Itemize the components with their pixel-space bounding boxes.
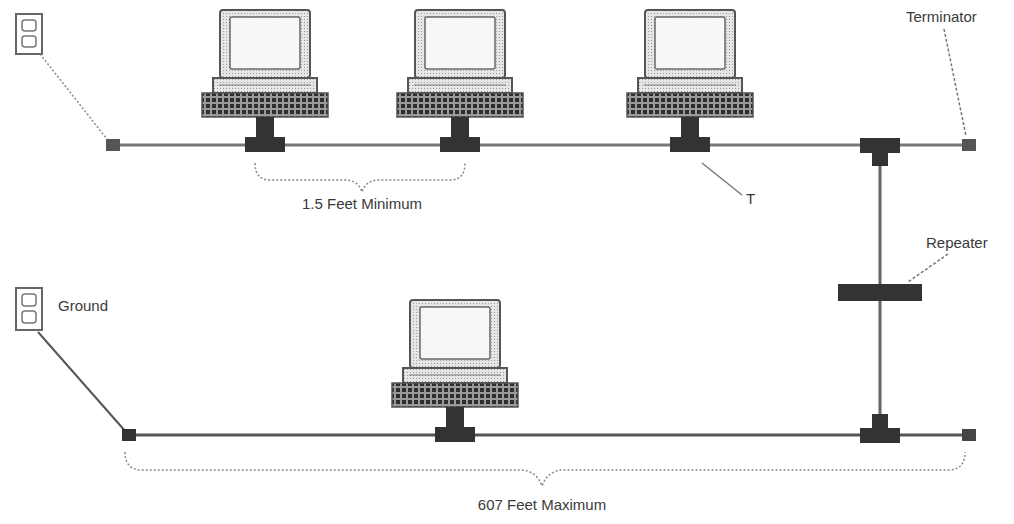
- coax-cable: [112, 144, 970, 147]
- ground-connector: [106, 139, 120, 151]
- t-connector: [860, 138, 900, 166]
- callout-label: Terminator: [904, 8, 979, 26]
- wall-outlet: [16, 288, 42, 330]
- ground-wire: [38, 332, 126, 432]
- computer: [627, 10, 753, 152]
- ground-wire: [40, 54, 110, 143]
- computer: [397, 10, 523, 152]
- computer: [202, 10, 328, 152]
- wall-outlet: [16, 14, 42, 54]
- callout-label: Repeater: [924, 234, 990, 252]
- callout-label: Ground: [56, 297, 110, 315]
- leader-line: [702, 163, 742, 195]
- dimension-bracket: [125, 452, 965, 486]
- dimension-label: 607 Feet Maximum: [476, 496, 608, 514]
- terminator: [962, 139, 976, 151]
- repeater: [838, 284, 922, 301]
- t-connector: [860, 414, 900, 443]
- dimension-label: 1.5 Feet Minimum: [300, 195, 424, 213]
- coax-cable: [128, 434, 970, 437]
- computer: [392, 300, 518, 442]
- ground-connector: [122, 429, 136, 441]
- terminator: [962, 429, 976, 441]
- callout-label: T: [744, 190, 757, 208]
- leader-line: [908, 254, 948, 282]
- dimension-bracket: [255, 163, 465, 192]
- leader-line: [944, 29, 966, 136]
